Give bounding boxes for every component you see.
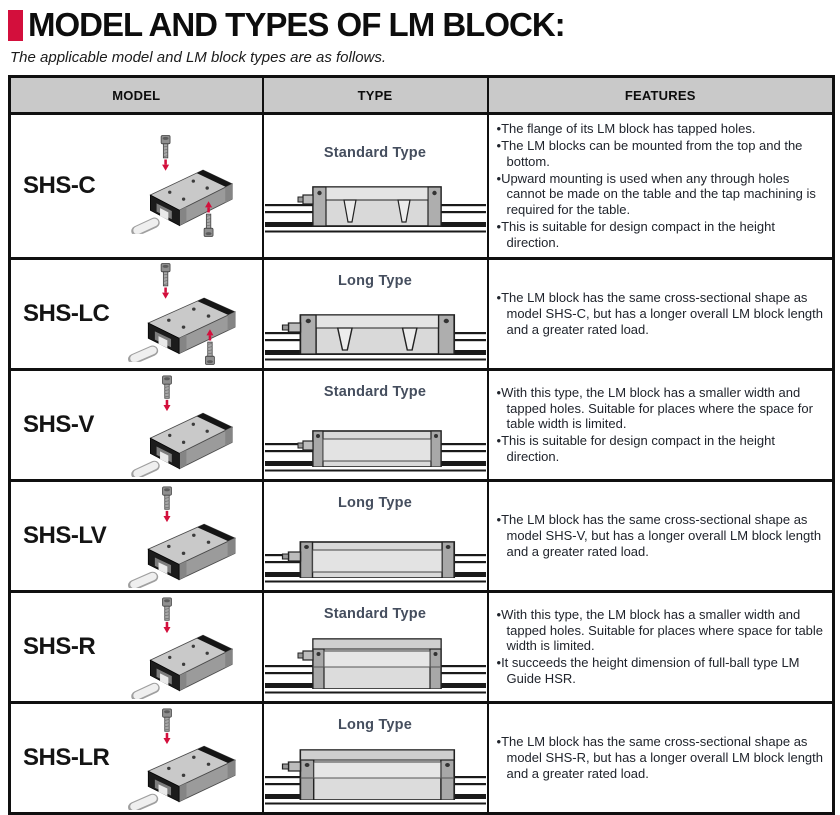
- page-subtitle: The applicable model and LM block types …: [10, 49, 387, 66]
- lm-block-side-view-illustration: [264, 540, 486, 583]
- model-name: SHS-C: [23, 171, 96, 199]
- type-label: Long Type: [337, 494, 413, 511]
- table-header-row: MODEL TYPE FEATURES: [8, 75, 835, 115]
- lm-block-table: MODEL TYPE FEATURES SHS-C: [8, 75, 835, 815]
- lm-block-isometric-illustration: [110, 708, 260, 810]
- section-header: MODEL AND TYPES OF LM BLOCK:: [8, 4, 832, 44]
- table-row-shs-lv: SHS-LV Long Type: [8, 478, 835, 593]
- mounting-bolt-icon: [161, 486, 172, 523]
- lm-block-side-view-illustration: [264, 748, 486, 805]
- table-row-shs-v: SHS-V Standard Type: [8, 367, 835, 482]
- feature-item: With this type, the LM block has a small…: [497, 385, 827, 433]
- feature-item: This is suitable for design compact in t…: [497, 219, 827, 251]
- lm-block-isometric-illustration: [110, 597, 260, 699]
- feature-item: Upward mounting is used when any through…: [497, 171, 827, 219]
- feature-list: The LM block has the same cross-sectiona…: [497, 512, 827, 560]
- section-bullet-icon: [8, 9, 23, 41]
- model-name: SHS-LC: [23, 299, 110, 327]
- page-title: MODEL AND TYPES OF LM BLOCK:: [28, 6, 566, 43]
- lm-block-graphic: [296, 638, 442, 689]
- table-row-shs-lc: SHS-LC Long Type: [8, 256, 835, 371]
- model-name: SHS-LR: [23, 743, 110, 771]
- lm-block-isometric-illustration: [110, 486, 260, 588]
- type-label: Standard Type: [323, 605, 427, 622]
- feature-list: The LM block has the same cross-sectiona…: [497, 290, 827, 338]
- lm-block-side-view-illustration: [264, 638, 486, 694]
- feature-list: The LM block has the same cross-sectiona…: [497, 734, 827, 782]
- table-row-shs-r: SHS-R Standard Type: [8, 589, 835, 704]
- lm-block-graphic: [281, 748, 455, 800]
- type-label: Long Type: [337, 716, 413, 733]
- type-label: Standard Type: [323, 383, 427, 400]
- feature-item: The LM blocks can be mounted from the to…: [497, 138, 827, 170]
- lm-block-side-view-illustration: [264, 186, 486, 233]
- model-name: SHS-LV: [23, 521, 107, 549]
- lm-block-side-view-illustration: [264, 313, 486, 361]
- lm-block-graphic: [296, 430, 442, 467]
- feature-item: The flange of its LM block has tapped ho…: [497, 121, 827, 137]
- table-row-shs-c: SHS-C Standard Type: [8, 112, 835, 260]
- model-name: SHS-V: [23, 410, 94, 438]
- column-header-type: TYPE: [261, 75, 489, 115]
- mounting-bolt-icon: [161, 375, 172, 412]
- feature-item: It succeeds the height dimension of full…: [497, 655, 827, 687]
- model-name: SHS-R: [23, 632, 96, 660]
- feature-list: With this type, the LM block has a small…: [497, 607, 827, 687]
- column-header-model: MODEL: [8, 75, 264, 115]
- mounting-bolt-icon: [160, 135, 170, 172]
- lm-block-side-view-illustration: [264, 430, 486, 472]
- table-row-shs-lr: SHS-LR Long Type: [8, 700, 835, 815]
- lm-block-graphic: [281, 313, 455, 355]
- feature-item: The LM block has the same cross-sectiona…: [497, 290, 827, 338]
- lm-block-isometric-illustration: [110, 262, 260, 365]
- mounting-bolt-icon: [161, 597, 172, 634]
- feature-item: The LM block has the same cross-sectiona…: [497, 512, 827, 560]
- feature-item: This is suitable for design compact in t…: [497, 433, 827, 465]
- lm-block-graphic: [281, 540, 455, 578]
- feature-list: With this type, the LM block has a small…: [497, 385, 827, 465]
- feature-list: The flange of its LM block has tapped ho…: [497, 121, 827, 251]
- type-label: Standard Type: [323, 144, 427, 161]
- mounting-bolt-icon: [161, 708, 172, 745]
- mounting-bolt-icon: [160, 262, 170, 299]
- lm-block-graphic: [296, 186, 442, 227]
- lm-block-isometric-illustration: [110, 135, 260, 237]
- column-header-features: FEATURES: [486, 75, 835, 115]
- feature-item: The LM block has the same cross-sectiona…: [497, 734, 827, 782]
- lm-block-isometric-illustration: [110, 375, 260, 477]
- feature-item: With this type, the LM block has a small…: [497, 607, 827, 655]
- type-label: Long Type: [337, 272, 413, 289]
